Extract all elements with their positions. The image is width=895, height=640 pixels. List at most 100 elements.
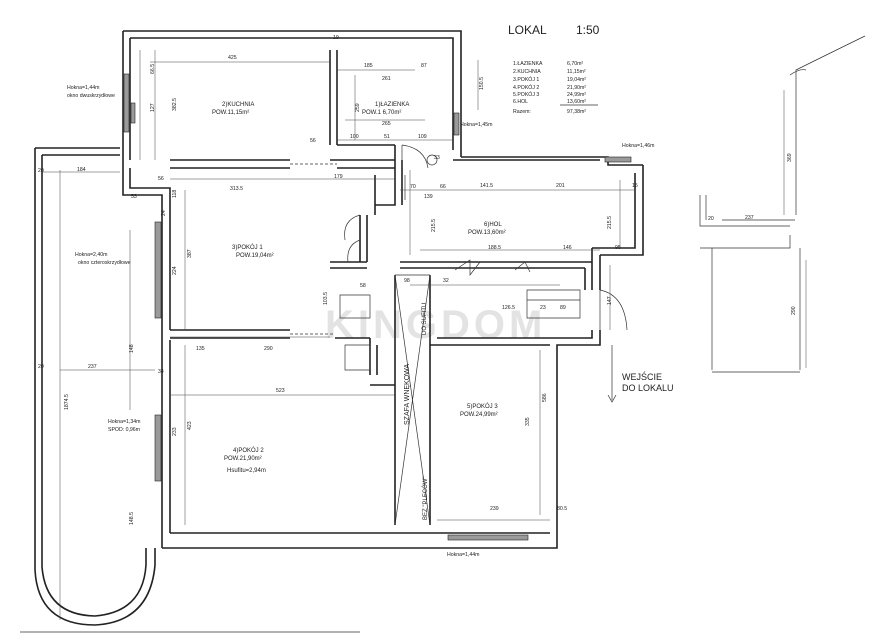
dim-label: 313.5 (230, 186, 243, 192)
area-legend: 1.ŁAZIENKA 6,70m² 2.KUCHNIA 11,15m² 3.PO… (513, 61, 598, 115)
plan-scale: 1:50 (576, 23, 600, 37)
dim-label: 239 (490, 506, 499, 512)
dim-label: 53 (131, 194, 137, 200)
note-entrance: WEJŚCIE (622, 371, 662, 382)
dim-label: 146 (563, 245, 572, 251)
room-hol-area: POW.13,60m² (468, 230, 506, 236)
dim-label: 188.5 (488, 245, 501, 251)
legend-row-name: 3.POKÓJ 1 (513, 76, 539, 83)
note-no-back: BEZ "PLECÓW" (422, 476, 429, 520)
window-room2 (154, 414, 162, 482)
dim-label: 215.5 (607, 216, 613, 229)
legend-row-name: 6.HOL (513, 99, 528, 105)
dim-label: 89 (560, 305, 566, 311)
interior-walls (170, 50, 592, 526)
dim-label: 32 (443, 278, 449, 284)
legend-row-name: 4.POKÓJ 2 (513, 84, 539, 91)
dim-label: 369 (787, 153, 793, 162)
window-kitchen-inner (130, 102, 136, 124)
windows (123, 73, 632, 541)
dim-label: 33 (434, 155, 440, 161)
section-sketch: 237 20 369 290 (699, 35, 866, 373)
window-room1 (154, 221, 162, 319)
dim-label: 80.5 (557, 506, 567, 512)
dim-label: 387 (187, 249, 193, 258)
dimension-labels: 425 19 185 87 261 265 56 100 51 109 33 7… (38, 35, 638, 525)
dim-label: 586 (542, 393, 548, 402)
legend-row-area: 13,60m² (567, 99, 586, 105)
outer-walls (122, 30, 644, 549)
dim-label: 135 (196, 346, 205, 352)
room-kuchnia-area: POW.11,15m² (212, 110, 249, 116)
dim-label: 95 (615, 245, 621, 251)
dim-label: 185 (364, 63, 373, 69)
dim-label: 382.5 (172, 98, 178, 111)
legend-row-area: 21,90m² (567, 85, 586, 91)
dim-label: 179 (334, 174, 343, 180)
room-pokoj3-area: POW.24,99m² (460, 412, 498, 418)
dim-label: 290 (791, 306, 797, 315)
dim-label: 15 (632, 183, 638, 189)
note-window-height: Hokna=1,45m (460, 122, 492, 128)
dim-label: 127 (150, 103, 156, 112)
legend-row-name: 2.KUCHNIA (513, 69, 541, 75)
dim-label: 34 (158, 369, 164, 375)
dim-label: 58 (360, 283, 366, 289)
dim-label: 23 (540, 305, 546, 311)
legend-total-label: Razem: (513, 109, 531, 115)
doors (344, 144, 628, 331)
room-pokoj1-area: POW.19,04m² (236, 253, 274, 259)
dim-label: 56 (158, 176, 164, 182)
dim-label: 423 (187, 421, 193, 430)
note-window-height: Hokna=1,44m (67, 85, 99, 91)
dim-label: 98 (404, 278, 410, 284)
dim-label: 19 (333, 35, 339, 41)
legend-row-area: 6,70m² (567, 61, 583, 67)
dim-label: 215.5 (431, 219, 437, 232)
dim-label: 70 (410, 184, 416, 190)
dim-label: 87 (421, 63, 427, 69)
dimension-lines (42, 50, 635, 620)
dim-label: 66.5 (150, 64, 156, 74)
dim-label: 224 (172, 266, 178, 275)
window-bath (453, 112, 460, 136)
room-pokoj3-name: 5)POKÓJ 3 (467, 403, 498, 410)
window-hall (604, 156, 632, 163)
dim-label: 335 (525, 417, 531, 426)
note-window-type: okno czteroskrzydłowe (78, 260, 131, 266)
window-kitchen (123, 73, 130, 133)
room-kuchnia-name: 2)KUCHNIA (222, 102, 254, 108)
dim-label: 290 (264, 346, 273, 352)
dim-label: 100 (350, 134, 359, 140)
room-hol-name: 6)HOL (484, 222, 502, 228)
dim-label: 261 (382, 76, 391, 82)
dim-label: 259 (355, 103, 361, 112)
dim-label: 126.5 (502, 305, 515, 311)
note-window-type: okno dwuskrzydłowe (67, 93, 115, 99)
note-wardrobe: SZAFA WNĘKOWA (404, 363, 411, 425)
dim-label: 237 (88, 364, 97, 370)
dim-label: 56 (310, 138, 316, 144)
dim-label: 20 (38, 364, 44, 370)
note-window-height: Hokna=1,34m (108, 419, 140, 425)
room-lazienka-name: 1)ŁAZIENKA (375, 102, 409, 108)
legend-row-area: 24,99m² (567, 92, 586, 98)
dim-label: 523 (276, 388, 285, 394)
legend-row-area: 11,15m² (567, 69, 586, 75)
notes: Hokna=1,44m okno dwuskrzydłowe Hokna=2,4… (67, 85, 674, 558)
dim-label: 51 (384, 134, 390, 140)
dim-label: 233 (172, 427, 178, 436)
dim-label: 109 (418, 134, 427, 140)
room-labels: 2)KUCHNIA POW.11,15m² 1)ŁAZIENKA POW.1 6… (212, 102, 506, 474)
dim-label: 148 (129, 344, 135, 353)
room-lazienka-area: POW.1 6,70m² (362, 110, 401, 116)
dim-label: 118 (172, 190, 178, 198)
dim-label: 20 (708, 216, 714, 222)
legend-row-name: 5.POKÓJ 3 (513, 91, 539, 98)
dim-label: 184 (77, 167, 86, 173)
room-pokoj2-area: POW.21,90m² (224, 456, 262, 462)
dim-label: 425 (228, 55, 237, 61)
watermark: KINGDOM (325, 303, 546, 347)
room-pokoj2-name: 4)POKÓJ 2 (233, 447, 264, 454)
